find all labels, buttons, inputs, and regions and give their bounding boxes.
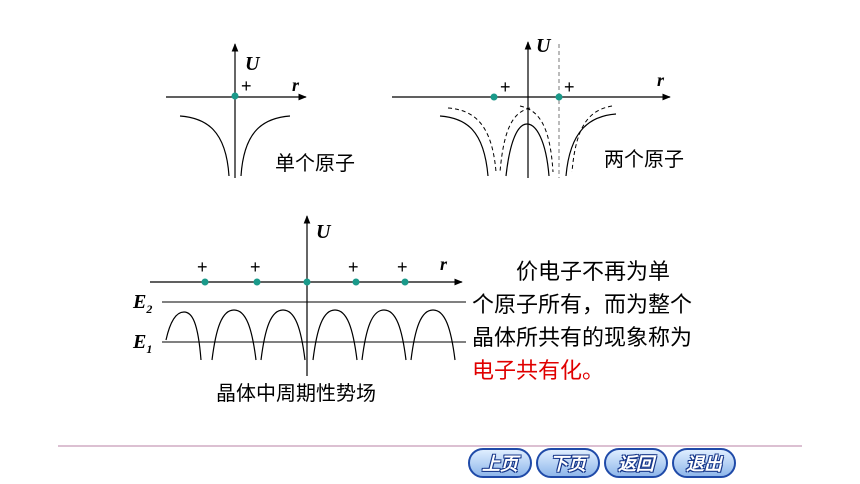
prev-page-button[interactable]: 上页	[468, 448, 532, 478]
explanation-paragraph: 价电子不再为单 个原子所有，而为整个 晶体所共有的现象称为 电子共有化。	[472, 256, 772, 388]
single-atom-diagram: + U r 单个原子	[166, 43, 355, 178]
individual-curve-2-left	[519, 105, 554, 173]
combined-curve-right	[565, 113, 617, 177]
u-axis-label: U	[316, 221, 332, 243]
ion-dot	[352, 278, 360, 286]
two-atoms-caption: 两个原子	[604, 147, 684, 171]
charge-label: +	[241, 76, 252, 96]
charge-label: +	[250, 257, 261, 277]
explanation-line-1: 价电子不再为单	[516, 260, 671, 285]
potential-barrier	[410, 309, 456, 361]
potential-curve-left	[179, 115, 230, 177]
charge-label-1: +	[500, 77, 511, 97]
ion-dot	[201, 278, 209, 286]
charge-label: +	[397, 257, 408, 277]
charge-label-2: +	[564, 77, 575, 97]
crystal-diagram: + + + + U r E2 E1 晶体中周期性势场	[132, 215, 466, 405]
back-button[interactable]: 返回	[604, 448, 668, 478]
e2-label: E2	[132, 291, 152, 316]
atom-nucleus-2	[555, 93, 563, 101]
crystal-caption: 晶体中周期性势场	[216, 381, 376, 405]
r-axis-label: r	[657, 70, 665, 90]
exit-button[interactable]: 退出	[672, 448, 736, 478]
r-axis-label: r	[440, 254, 448, 274]
ion-dot	[303, 278, 311, 286]
individual-curve-2-right	[571, 105, 613, 173]
ion-dot	[253, 278, 261, 286]
potential-barrier	[361, 309, 407, 361]
charge-label: +	[197, 257, 208, 277]
two-atoms-diagram: + + U r 两个原子	[392, 35, 684, 178]
e1-label: E1	[132, 331, 152, 356]
combined-curve-left	[439, 115, 489, 177]
atom-nucleus-1	[490, 93, 498, 101]
individual-curve-1-right	[499, 107, 531, 173]
potential-barrier	[211, 309, 257, 361]
potential-curve-right	[240, 115, 291, 177]
single-atom-caption: 单个原子	[275, 151, 355, 175]
explanation-line-2: 个原子所有，而为整个	[472, 293, 693, 318]
potential-barrier	[260, 309, 306, 361]
combined-barrier	[505, 123, 550, 177]
barrier-edge	[165, 311, 202, 361]
explanation-highlight: 电子共有化。	[472, 359, 605, 384]
ion-dot	[401, 278, 409, 286]
explanation-line-3: 晶体所共有的现象称为	[472, 326, 693, 351]
potential-barrier	[312, 309, 358, 361]
r-axis-label: r	[292, 75, 300, 95]
atom-nucleus	[231, 92, 239, 100]
individual-curve-1-left	[447, 107, 497, 173]
next-page-button[interactable]: 下页	[536, 448, 600, 478]
u-axis-label: U	[245, 53, 261, 75]
u-axis-label: U	[536, 35, 552, 57]
charge-label: +	[348, 257, 359, 277]
